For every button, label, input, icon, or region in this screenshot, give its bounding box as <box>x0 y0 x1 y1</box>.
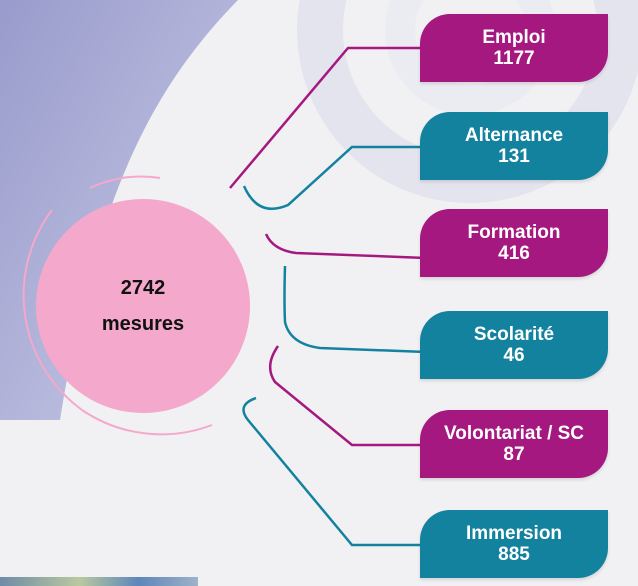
category-value: 87 <box>503 444 525 465</box>
total-count: 2742 <box>120 277 166 299</box>
total-unit: mesures <box>101 313 185 335</box>
total-measures-circle: 2742 mesures <box>36 199 250 413</box>
corner-photo <box>0 577 198 586</box>
category-value: 46 <box>503 345 525 366</box>
category-value: 416 <box>498 243 530 264</box>
category-label: Formation <box>467 222 561 243</box>
category-label: Scolarité <box>473 324 555 345</box>
category-alternance: Alternance 131 <box>420 112 608 180</box>
category-label: Volontariat / SC <box>443 423 585 444</box>
connector-formation <box>264 233 427 260</box>
connector-scolarite <box>283 265 427 354</box>
category-formation: Formation 416 <box>420 209 608 277</box>
category-value: 131 <box>498 146 530 167</box>
category-value: 1177 <box>493 48 535 69</box>
connector-volontariat <box>269 345 426 447</box>
category-value: 885 <box>498 544 530 565</box>
connector-immersion <box>242 396 426 547</box>
category-scolarite: Scolarité 46 <box>420 311 608 379</box>
category-label: Immersion <box>465 523 563 544</box>
category-emploi: Emploi 1177 <box>420 14 608 82</box>
connector-emploi <box>229 46 426 189</box>
category-volontariat: Volontariat / SC 87 <box>420 410 608 478</box>
category-label: Alternance <box>464 125 564 146</box>
category-immersion: Immersion 885 <box>420 510 608 578</box>
category-label: Emploi <box>482 27 546 48</box>
connector-alternance <box>242 145 426 210</box>
